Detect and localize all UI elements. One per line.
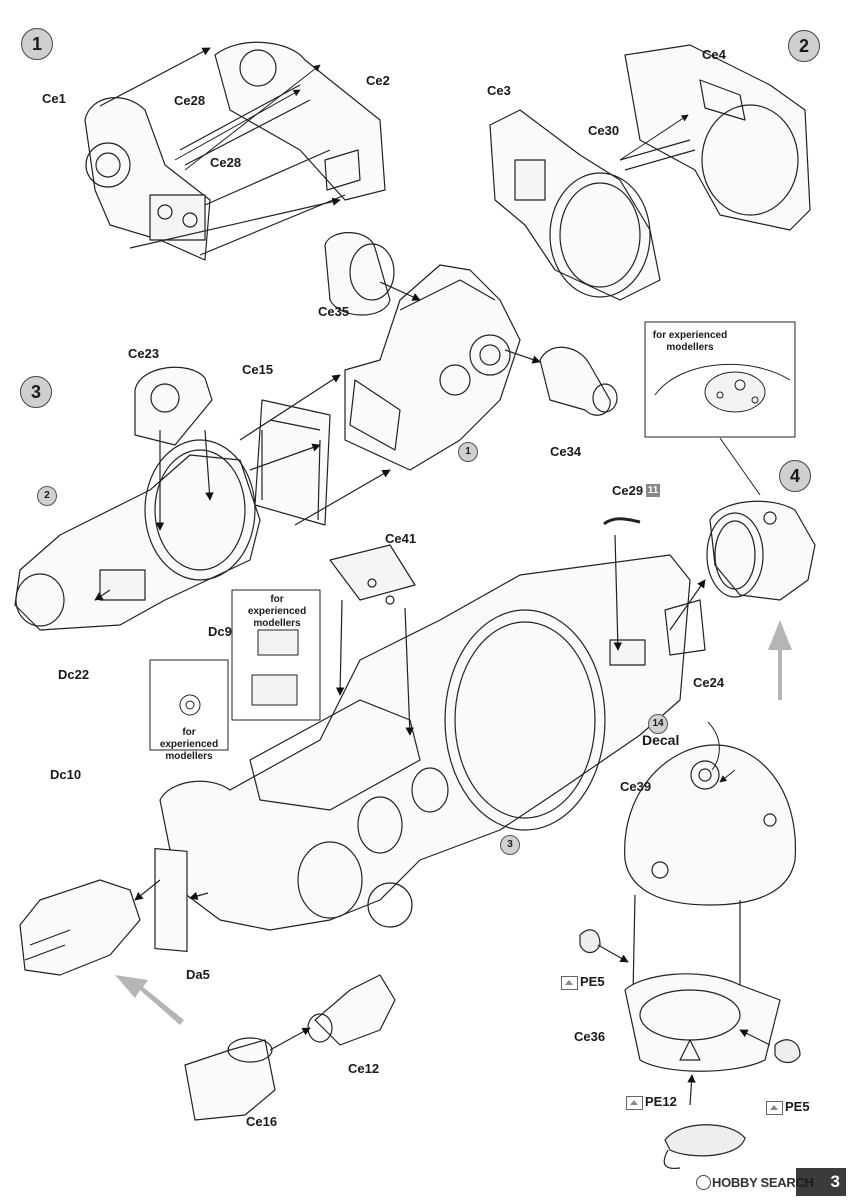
step2-frame-drawing: [489, 44, 811, 301]
label-dc22: Dc22: [58, 667, 90, 682]
step1-frame-drawing: [84, 41, 386, 261]
ce36-cup-drawing: [624, 973, 781, 1072]
photo-etch-icon: [766, 1101, 783, 1115]
big-arrow-right: [768, 620, 792, 700]
step-badge-4: 4: [779, 460, 811, 492]
ref-circle-2: 2: [37, 486, 57, 506]
axle-main-drawing: [159, 544, 706, 931]
label-decal: Decal: [642, 732, 680, 748]
note-experienced-b: for experienced modellers: [159, 727, 219, 762]
label-pe12: PE12: [645, 1094, 677, 1109]
label-ce35: Ce35: [318, 304, 350, 319]
label-ce30: Ce30: [588, 123, 620, 138]
label-ce16: Ce16: [246, 1114, 278, 1129]
step-badge-2: 2: [788, 30, 820, 62]
label-da5: Da5: [186, 967, 210, 982]
label-ce12: Ce12: [348, 1061, 380, 1076]
photo-etch-icon: [561, 976, 578, 990]
label-dc9: Dc9: [208, 624, 232, 639]
label-pe5-a: PE5: [580, 974, 605, 989]
ref-circle-1: 1: [458, 442, 478, 462]
label-ce23: Ce23: [128, 346, 160, 361]
label-ce1: Ce1: [42, 91, 66, 106]
step3-gearbox-drawing: [324, 232, 618, 471]
label-ce15: Ce15: [242, 362, 274, 377]
footer-brand: HOBBY SEARCH: [712, 1175, 814, 1190]
label-ce29: Ce29: [612, 483, 644, 498]
page-number: 3: [796, 1168, 846, 1196]
label-ce3: Ce3: [487, 83, 511, 98]
label-ce2: Ce2: [366, 73, 390, 88]
ce39-dome-drawing: [624, 721, 796, 906]
step-badge-3: 3: [20, 376, 52, 408]
label-ce4: Ce4: [702, 47, 726, 62]
label-ce41: Ce41: [385, 531, 417, 546]
step4-hub-drawing: [706, 500, 816, 601]
footer-watermark: HOBBY SEARCH: [696, 1172, 846, 1194]
photo-etch-icon: [626, 1096, 643, 1110]
label-ce28-b: Ce28: [210, 155, 242, 170]
hobby-search-logo-icon: [696, 1175, 711, 1190]
step-badge-1: 1: [21, 28, 53, 60]
step3-housing-drawing: [14, 366, 331, 631]
yoke-drawings: [19, 847, 396, 1121]
label-ce36: Ce36: [574, 1029, 606, 1044]
ce29-step-ref: 11: [646, 484, 660, 497]
ref-circle-14: 14: [648, 714, 668, 734]
note-experienced-c: for experienced modellers: [652, 330, 728, 353]
note-experienced-a: for experienced modellers: [247, 594, 307, 629]
label-ce34: Ce34: [550, 444, 582, 459]
label-ce24: Ce24: [693, 675, 725, 690]
inset-detail-drawings: [179, 363, 791, 716]
big-arrow-left: [115, 975, 184, 1025]
label-pe5-b: PE5: [785, 1099, 810, 1114]
label-ce28-a: Ce28: [174, 93, 206, 108]
ref-circle-3: 3: [500, 835, 520, 855]
label-ce39: Ce39: [620, 779, 652, 794]
label-dc10: Dc10: [50, 767, 82, 782]
